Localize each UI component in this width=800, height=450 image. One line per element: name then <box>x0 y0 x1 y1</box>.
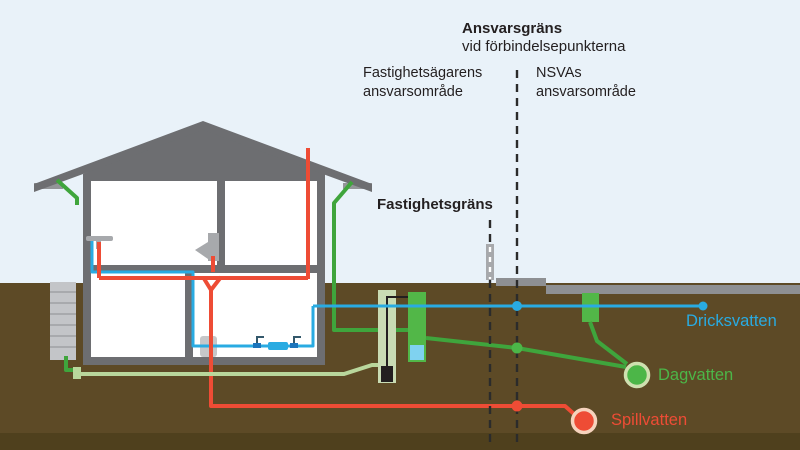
toilet-bowl <box>195 242 208 259</box>
dagvatten-main-symbol <box>623 361 651 389</box>
label-spillvatten: Spillvatten <box>611 411 688 429</box>
pump-discharge-line <box>386 296 411 366</box>
label-dagvatten: Dagvatten <box>658 366 734 384</box>
downspout-right <box>332 180 408 332</box>
room-basement-left <box>91 273 185 357</box>
pump <box>381 366 393 382</box>
downspout-left <box>55 178 79 205</box>
zone-label-owner: Fastighetsägarens ansvarsområde <box>363 64 482 102</box>
connection-point-spillvatten <box>511 400 523 412</box>
well-water <box>410 345 424 360</box>
valve-left <box>256 336 264 344</box>
title-sub: vid förbindelsepunkterna <box>462 38 626 55</box>
valve-right-body <box>290 343 298 348</box>
road-inlet-pipe <box>588 321 629 366</box>
ground-subsoil <box>0 433 800 450</box>
house <box>34 121 372 365</box>
connection-point-dagvatten <box>511 342 523 354</box>
sink <box>86 236 113 241</box>
title-ansvarsgrans: Ansvarsgräns <box>462 20 563 37</box>
outdoor-stairs <box>50 282 76 360</box>
zone-nsva-line1: NSVAs <box>536 65 582 81</box>
connection-point-dricksvatten <box>512 301 522 311</box>
spillvatten-pipes <box>97 148 576 416</box>
spillvatten-service-line <box>209 288 576 416</box>
valve-right <box>293 336 301 344</box>
water-meter <box>268 342 288 350</box>
toilet-tank <box>208 233 219 261</box>
spillvatten-main-symbol <box>570 407 598 435</box>
zone-owner-line1: Fastighetsägarens <box>363 65 483 81</box>
foundation-drain <box>73 363 379 379</box>
zone-nsva-line2: ansvarsområde <box>536 84 636 100</box>
water-meter-assembly <box>253 336 301 350</box>
room-upper-left <box>91 181 217 265</box>
boundary-lines <box>488 70 519 446</box>
sidewalk <box>496 278 546 286</box>
dricksvatten-main-end-dot <box>698 301 708 311</box>
dricksvatten-house-pipes <box>90 241 315 348</box>
road-surface <box>546 285 800 294</box>
zone-label-nsva: NSVAs ansvarsområde <box>536 64 636 102</box>
label-dricksvatten: Dricksvatten <box>686 312 777 330</box>
label-fastighetsgrans: Fastighetsgräns <box>377 196 493 213</box>
stormwater-well <box>408 292 426 362</box>
zone-owner-line2: ansvarsområde <box>363 84 463 100</box>
valve-left-body <box>253 343 261 348</box>
room-upper-right <box>225 181 317 265</box>
